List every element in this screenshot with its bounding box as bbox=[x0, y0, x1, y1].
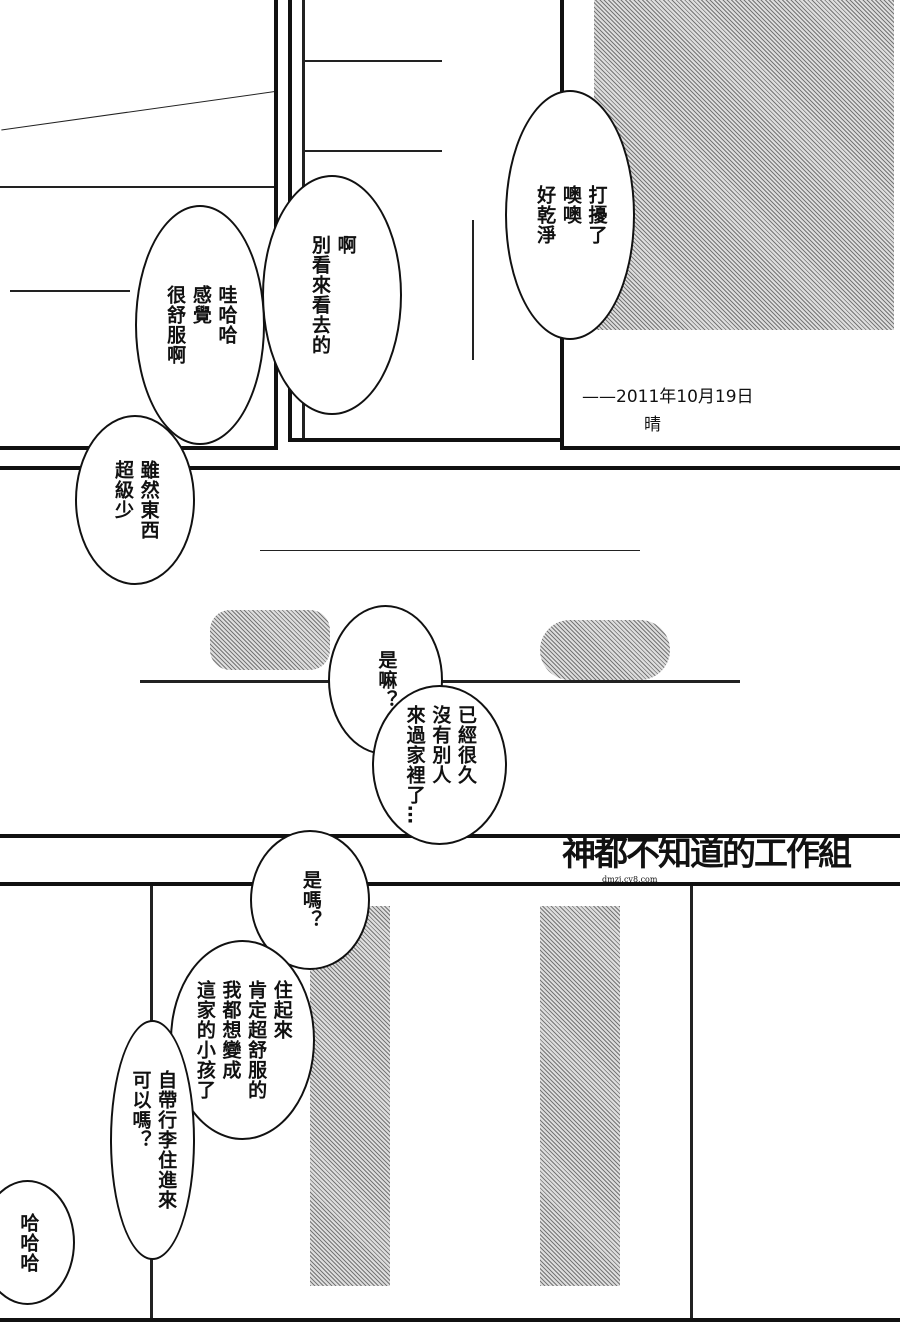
bubble-text: 哈哈哈 bbox=[17, 1212, 40, 1273]
door-frame bbox=[690, 886, 693, 1318]
bubble-text: 住起來 bbox=[270, 980, 293, 1040]
bubble-text: 來過家裡了… bbox=[403, 705, 426, 825]
bubble-text: 是嘛？ bbox=[375, 650, 398, 710]
bubble-text: 啊 bbox=[334, 235, 357, 255]
bubble-text: 打擾了 bbox=[585, 185, 608, 245]
shoes-right bbox=[540, 620, 670, 680]
bubble-text: 感覺 bbox=[189, 285, 212, 325]
shelf-board bbox=[302, 150, 442, 152]
bubble-text: 雖然東西 bbox=[137, 460, 160, 540]
curtain bbox=[594, 0, 894, 330]
chair-leg bbox=[472, 220, 474, 360]
watermark-url: dmzj.cy8.com bbox=[602, 875, 658, 884]
mountain-line bbox=[1, 90, 274, 131]
speech-bubble-hahaha: 哈哈哈 bbox=[0, 1180, 75, 1305]
speech-bubble-move-in: 自帶行李住進來可以嗎？ bbox=[110, 1020, 195, 1260]
bubble-text: 肯定超舒服的 bbox=[245, 980, 268, 1100]
date-caption: ——2011年10月19日 bbox=[582, 387, 754, 407]
bubble-text: 哇哈哈 bbox=[215, 285, 238, 345]
shoes-left bbox=[210, 610, 330, 670]
bubble-text: 自帶行李住進來 bbox=[155, 1070, 178, 1210]
bubble-text: 這家的小孩了 bbox=[193, 980, 216, 1100]
horizon-line bbox=[0, 186, 274, 188]
shelf-board bbox=[302, 60, 442, 62]
bubble-text: 我都想變成 bbox=[219, 980, 242, 1080]
bubble-text: 好乾淨 bbox=[534, 185, 557, 245]
character-right-legs bbox=[540, 906, 620, 1286]
speech-bubble-laugh-comfort: 哇哈哈感覺很舒服啊 bbox=[135, 205, 265, 445]
speech-bubble-comfortable: 住起來肯定超舒服的我都想變成這家的小孩了 bbox=[170, 940, 315, 1140]
desk-edge bbox=[10, 290, 130, 292]
bubble-text: 噢噢 bbox=[559, 185, 582, 225]
weather-caption: 晴 bbox=[644, 415, 661, 435]
watermark-title: 神都不知道的工作組 bbox=[562, 834, 852, 874]
speech-bubble-few-things: 雖然東西超級少 bbox=[75, 415, 195, 585]
bubble-text: 沒有別人 bbox=[429, 705, 452, 785]
character-left-legs bbox=[310, 906, 390, 1286]
bubble-text: 可以嗎？ bbox=[129, 1070, 152, 1150]
bubble-text: 別看來看去的 bbox=[309, 235, 331, 355]
tile-floor-edge bbox=[260, 550, 640, 551]
speech-bubble-greeting: 打擾了噢噢好乾淨 bbox=[505, 90, 635, 340]
bubble-text: 已經很久 bbox=[454, 705, 477, 785]
bubble-text: 很舒服啊 bbox=[164, 285, 187, 365]
bubble-text: 是嗎？ bbox=[299, 870, 322, 930]
watermark-logo: 神都不知道的工作組 dmzj.cy8.com bbox=[562, 826, 852, 884]
bubble-text: 超級少 bbox=[112, 460, 134, 520]
speech-bubble-no-visitors: 已經很久沒有別人來過家裡了… bbox=[372, 685, 507, 845]
speech-bubble-dont-look: 啊別看來看去的 bbox=[262, 175, 402, 415]
